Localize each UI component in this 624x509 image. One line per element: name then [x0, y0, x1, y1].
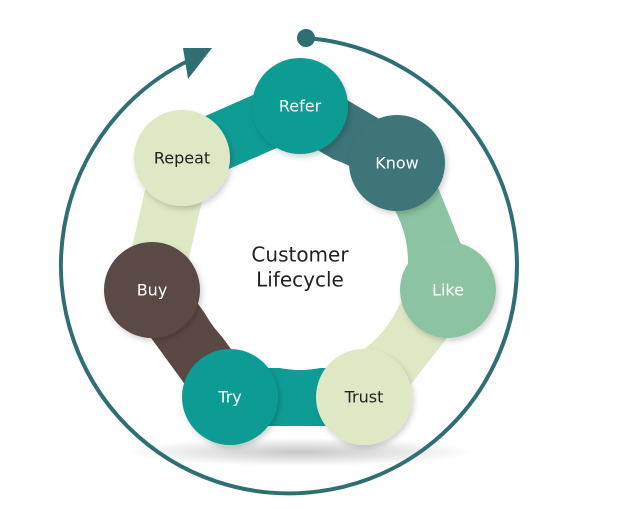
stage-circle	[316, 349, 412, 445]
stage-trust: Trust	[316, 349, 412, 445]
stage-label: Try	[217, 388, 241, 407]
stage-label: Repeat	[154, 149, 210, 168]
stage-circle	[349, 115, 445, 211]
stage-try: Try	[182, 349, 278, 445]
stage-label: Like	[432, 281, 464, 300]
stage-label: Trust	[344, 388, 384, 407]
stage-label: Know	[375, 154, 419, 173]
stage-know: Know	[349, 115, 445, 211]
stage-circle	[182, 349, 278, 445]
stage-label: Refer	[279, 97, 322, 116]
center-title-line2: Lifecycle	[256, 268, 344, 292]
stage-like: Like	[400, 242, 496, 338]
stage-label: Buy	[137, 281, 168, 300]
stage-circle	[134, 110, 230, 206]
stage-circle	[252, 58, 348, 154]
arrow-start-dot-icon	[297, 29, 315, 47]
stage-circle	[104, 242, 200, 338]
center-title-line1: Customer	[251, 243, 349, 267]
stage-circle	[400, 242, 496, 338]
ground-shadow	[125, 438, 475, 466]
stage-repeat: Repeat	[134, 110, 230, 206]
center-hole	[192, 154, 408, 370]
stage-buy: Buy	[104, 242, 200, 338]
cycle-arrow-ring	[59, 36, 519, 496]
arrow-head-icon	[183, 48, 212, 79]
stage-refer: Refer	[252, 58, 348, 154]
